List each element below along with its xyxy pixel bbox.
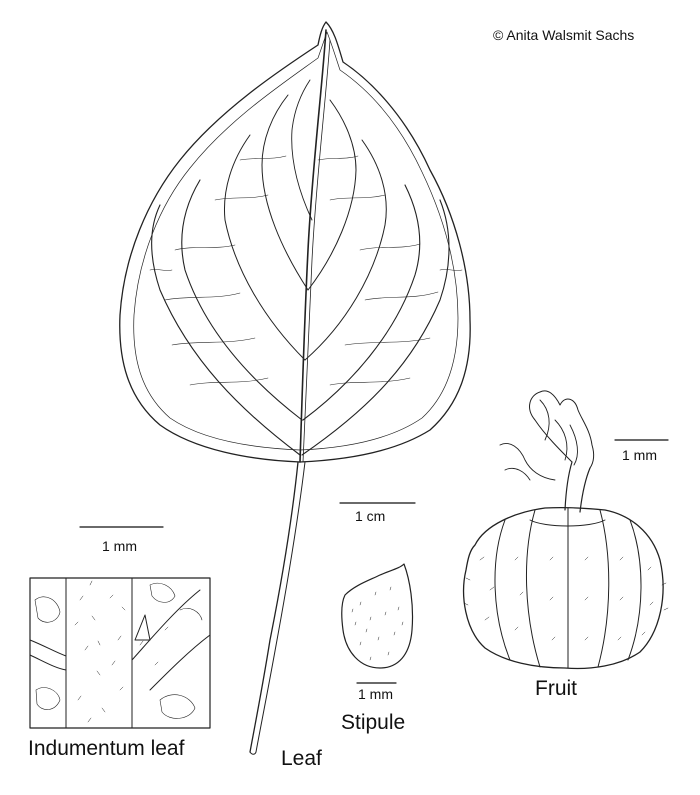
stipule-illustration <box>341 563 414 669</box>
leaf-label: Leaf <box>281 747 322 770</box>
indumentum-detail <box>29 577 211 729</box>
indumentum-frame <box>29 577 211 729</box>
leaf-illustration <box>119 21 471 755</box>
stipule-outline <box>341 563 414 669</box>
indumentum-label: Indumentum leaf <box>28 737 185 760</box>
leaf-scale-label: 1 cm <box>355 508 386 524</box>
leaf-midrib <box>299 29 327 463</box>
stipule-scale-label: 1 mm <box>358 686 393 702</box>
fruit-label: Fruit <box>535 677 577 700</box>
fruit-body <box>463 506 664 670</box>
leaf-blade <box>119 21 471 463</box>
fruit-scale-label: 1 mm <box>622 447 657 463</box>
copyright-text: © Anita Walsmit Sachs <box>493 27 635 43</box>
fruit-stigma <box>529 390 595 469</box>
indumentum-scale-label: 1 mm <box>102 538 137 554</box>
stipule-label: Stipule <box>341 711 406 734</box>
leaf-petiole <box>249 461 299 753</box>
fruit-illustration <box>463 390 669 670</box>
